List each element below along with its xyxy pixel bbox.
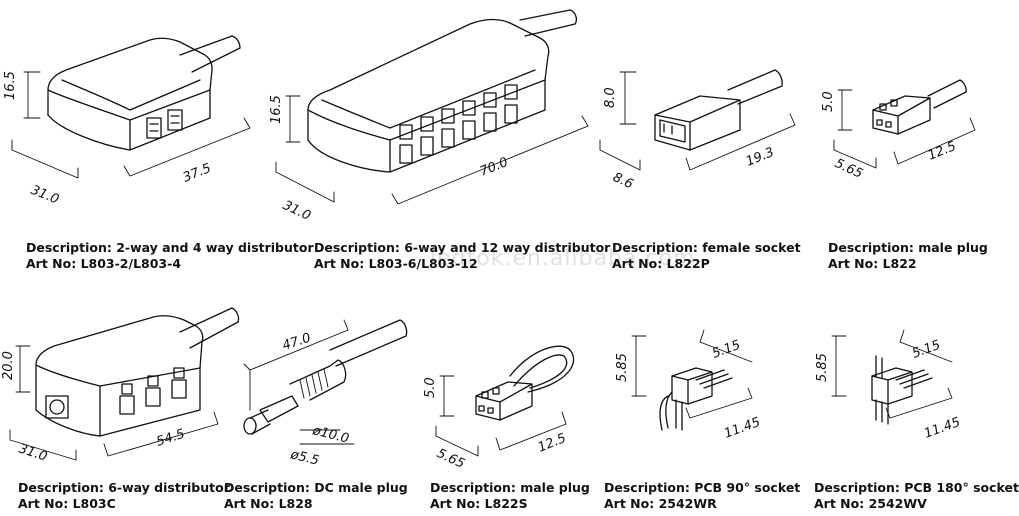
dim-height: 5.0: [423, 377, 438, 398]
product-art-no: Art No: 2542WR: [604, 496, 717, 511]
product-description: Description: PCB 90° socket: [604, 480, 801, 495]
drawing-male-plug: 5.0 5.65 12.5: [821, 79, 976, 182]
caption-l803c: Description: 6-way distributor Art No: L…: [18, 480, 230, 512]
dim-height: 5.85: [815, 353, 830, 382]
product-description: Description: female socket: [612, 240, 801, 255]
caption-2542wv: Description: PCB 180° socket Art No: 254…: [814, 480, 1019, 512]
dim-width: 5.65: [832, 156, 865, 182]
product-art-no: Art No: L803-6/L803-12: [314, 256, 478, 271]
dim-height: 8.0: [603, 87, 618, 108]
product-description: Description: male plug: [430, 480, 590, 495]
dim-length: 47.0: [281, 331, 313, 354]
caption-l822p: Description: female socket Art No: L822P: [612, 240, 801, 272]
product-art-no: Art No: L822: [828, 256, 917, 271]
dim-depth: 31.0: [29, 183, 61, 208]
dim-length: 12.5: [536, 431, 568, 456]
caption-l803-2: Description: 2-way and 4 way distributor…: [26, 240, 314, 272]
dim-length: 19.3: [744, 145, 776, 170]
drawing-6way-distributor: 16.5 31.0 70.0: [269, 9, 589, 224]
product-art-no: Art No: L803C: [18, 496, 116, 511]
caption-l828: Description: DC male plug Art No: L828: [224, 480, 408, 512]
dim-pitch: 5.15: [910, 338, 942, 362]
dim-height: 5.85: [615, 353, 630, 382]
drawing-dc-male-plug: 47.0 ø10.0 ø5.5: [243, 319, 408, 469]
product-description: Description: DC male plug: [224, 480, 408, 495]
drawing-pcb-180-socket: 5.85 5.15 11.45: [815, 329, 962, 442]
dim-height: 16.5: [269, 95, 284, 124]
dim-depth: 31.0: [17, 442, 49, 465]
dim-height: 20.0: [1, 351, 16, 380]
product-description: Description: 2-way and 4 way distributor: [26, 240, 314, 255]
product-art-no: Art No: L822S: [430, 496, 528, 511]
dim-width: 5.65: [434, 446, 467, 472]
dim-length: 12.5: [926, 139, 958, 164]
drawing-female-socket: 8.0 8.6 19.3: [599, 69, 796, 192]
product-description: Description: PCB 180° socket: [814, 480, 1019, 495]
dim-inner-diameter: ø5.5: [288, 447, 320, 469]
dim-outer-diameter: ø10.0: [310, 423, 350, 447]
product-art-no: Art No: 2542WV: [814, 496, 927, 511]
dim-width: 8.6: [610, 170, 635, 192]
product-description: Description: 6-way distributor: [18, 480, 230, 495]
dim-length: 37.5: [181, 161, 213, 186]
product-art-no: Art No: L828: [224, 496, 313, 511]
caption-l822: Description: male plug Art No: L822: [828, 240, 988, 272]
dim-height: 5.0: [821, 91, 836, 112]
drawing-pcb-90-socket: 5.85 5.15 11.45: [615, 329, 762, 442]
dim-length: 54.5: [155, 427, 187, 450]
dim-length: 70.0: [478, 155, 510, 180]
watermark: ledtok.en.alibaba.com: [430, 246, 696, 271]
product-description: Description: male plug: [828, 240, 988, 255]
caption-l822s: Description: male plug Art No: L822S: [430, 480, 590, 512]
product-art-no: Art No: L822P: [612, 256, 710, 271]
dim-depth: 31.0: [280, 198, 313, 224]
drawing-male-plug-loop: 5.0 5.65 12.5: [423, 345, 575, 472]
drawing-6way-distributor-L803C: 20.0 31.0 54.5: [1, 307, 240, 465]
dim-height: 16.5: [3, 71, 18, 100]
product-description: Description: 6-way and 12 way distributo…: [314, 240, 611, 255]
caption-2542wr: Description: PCB 90° socket Art No: 2542…: [604, 480, 800, 512]
dim-length: 11.45: [722, 415, 762, 442]
dim-pitch: 5.15: [710, 338, 742, 362]
drawing-2way-distributor: 16.5 31.0 37.5: [3, 35, 251, 208]
dim-length: 11.45: [922, 415, 962, 442]
product-art-no: Art No: L803-2/L803-4: [26, 256, 182, 271]
caption-l803-6: Description: 6-way and 12 way distributo…: [314, 240, 610, 272]
